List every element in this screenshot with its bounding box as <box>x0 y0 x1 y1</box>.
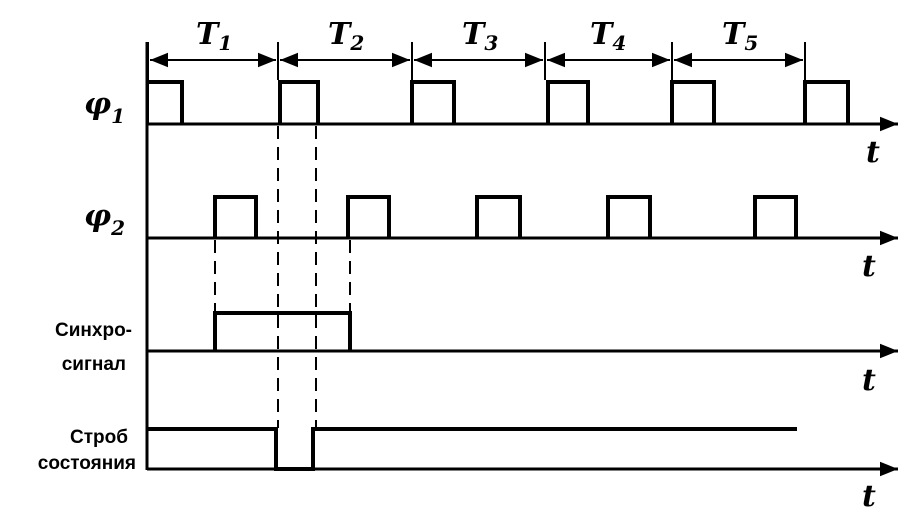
sync-label-line2: сигнал <box>62 354 126 375</box>
sync-waveform <box>213 311 352 351</box>
strobe-waveform <box>147 427 797 471</box>
time-axes <box>147 116 898 477</box>
period-label-4: T4 <box>590 17 626 55</box>
phi1-waveform <box>147 80 850 124</box>
phi2-waveform <box>213 195 798 238</box>
period-labels: T1 T2 T3 T4 T5 <box>196 17 758 55</box>
period-label-2: T2 <box>328 17 364 55</box>
strobe-label-line2: состояния <box>38 453 136 474</box>
sync-t-label: t <box>862 363 876 398</box>
phi2-t-label: t <box>862 249 876 284</box>
period-label-5: T5 <box>722 17 758 55</box>
phi1-label: φ1 <box>84 87 125 128</box>
phi2-label: φ2 <box>84 199 125 240</box>
period-label-1: T1 <box>196 17 232 55</box>
strobe-t-label: t <box>862 479 876 513</box>
projection-lines <box>214 126 351 428</box>
period-label-3: T3 <box>462 17 498 55</box>
strobe-label-line1: Строб <box>70 427 128 448</box>
sync-label-line1: Синхро- <box>55 320 132 341</box>
signal-labels: φ1 φ2 Синхро- сигнал Строб состояния <box>38 87 136 474</box>
axis-t-labels: t t t t <box>862 135 880 513</box>
phi1-t-label: t <box>866 135 880 170</box>
